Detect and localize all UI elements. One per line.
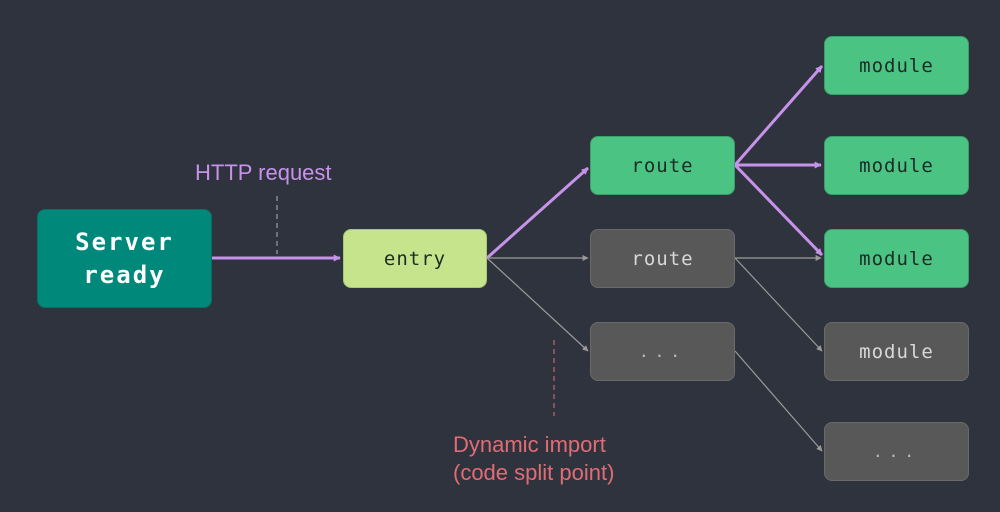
ellipsis-node-2: ... <box>824 422 969 481</box>
http-request-label: HTTP request <box>195 160 332 185</box>
module-node-active-2: module <box>824 136 969 195</box>
module-node-active-1: module <box>824 36 969 95</box>
entry-node: entry <box>343 229 487 288</box>
dynamic-import-label: Dynamic import (code split point) <box>453 431 614 487</box>
arrow-entry-to-dots <box>486 257 589 352</box>
dynamic-import-label-line-1: Dynamic import <box>453 432 606 457</box>
arrow-dots-to-dots <box>734 350 823 452</box>
module-node-active-3: module <box>824 229 969 288</box>
dynamic-import-label-line-2: (code split point) <box>453 460 615 485</box>
arrow-entry-to-route-active <box>486 166 589 260</box>
module-node-inactive: module <box>824 322 969 381</box>
arrow-route-inactive-to-module-inactive <box>734 257 823 352</box>
server-ready-node: Server ready <box>37 209 212 308</box>
arrow-route-to-module-3 <box>733 163 824 257</box>
route-node-active: route <box>590 136 735 195</box>
route-node-inactive: route <box>590 229 735 288</box>
ellipsis-node-1: ... <box>590 322 735 381</box>
arrow-route-to-module-1 <box>733 65 824 166</box>
